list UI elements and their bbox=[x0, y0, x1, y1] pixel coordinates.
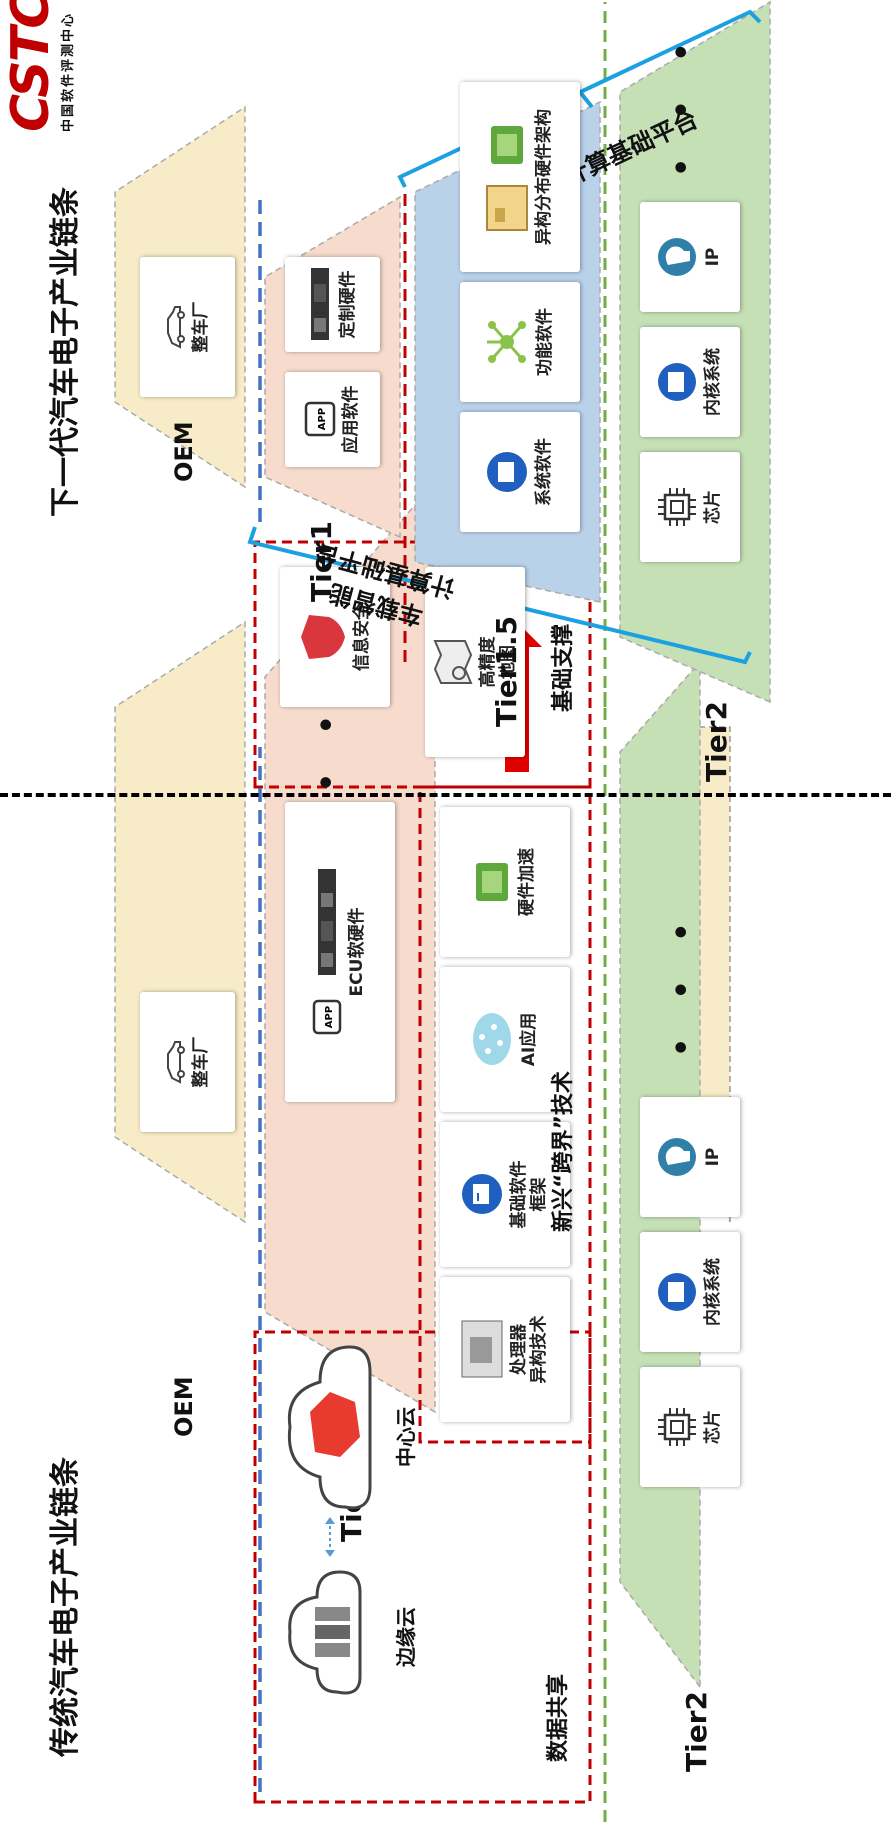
right-tier2-card-1: 芯片 bbox=[640, 452, 740, 562]
app-icon-right: APP bbox=[304, 402, 335, 437]
cstc-logo: CSTC 中国软件评测中心 bbox=[1, 0, 85, 132]
right-tier1-card-1-label: 应用软件 bbox=[340, 385, 361, 454]
emerging-caption-text: 新兴“跨界”技术 bbox=[551, 1071, 576, 1232]
processor-icon bbox=[461, 1321, 503, 1378]
chip-icon-right bbox=[658, 488, 697, 526]
cstc-logo-text: CSTC bbox=[1, 0, 61, 132]
left-oem-trapezoid bbox=[114, 620, 246, 1224]
car-icon-right bbox=[166, 306, 185, 349]
right-tier1-card-1: APP 应用软件 bbox=[285, 372, 380, 467]
center-cloud-label: 中心云 bbox=[394, 1407, 418, 1467]
left-tier2-dots: • • • bbox=[665, 908, 700, 1057]
left-tier2-card-3-label: IP bbox=[703, 1147, 724, 1167]
left-oem-card: 整车厂 bbox=[140, 992, 235, 1132]
right-chain-title: 下一代汽车电子产业链条 bbox=[48, 187, 83, 517]
system-window-icon bbox=[462, 1174, 503, 1215]
right-tier2-card-2: 内核系统 bbox=[640, 327, 740, 437]
left-tier2-card-1-label: 芯片 bbox=[703, 1410, 724, 1444]
cloud-sync-arrow bbox=[325, 1517, 335, 1557]
car-icon bbox=[166, 1041, 185, 1084]
right-tier15-card-2-label: 功能软件 bbox=[535, 308, 556, 376]
right-tier1-card-2-label: 定制硬件 bbox=[337, 270, 358, 339]
cstc-logo-tagline: 中国软件评测中心 bbox=[61, 11, 76, 132]
left-emerging-box bbox=[418, 785, 592, 1444]
left-tier2-card-1: 芯片 bbox=[640, 1367, 740, 1487]
kernel-system-icon bbox=[658, 1273, 697, 1311]
ip-head-icon-right bbox=[658, 238, 697, 276]
platform-bracket-tick bbox=[578, 90, 594, 109]
right-tier2-card-1-label: 芯片 bbox=[703, 490, 724, 524]
ai-brain-icon bbox=[473, 1013, 512, 1066]
foundation-card-1: 信息安全 bbox=[280, 567, 390, 707]
right-oem-card: 整车厂 bbox=[140, 257, 235, 397]
board-icon bbox=[486, 185, 529, 231]
right-oem-card-label: 整车厂 bbox=[190, 301, 211, 353]
right-tier15-card-3: 异构分布硬件架构 bbox=[460, 82, 580, 272]
chain-divider-line bbox=[0, 793, 891, 797]
left-tier2-card-2: 内核系统 bbox=[640, 1232, 740, 1352]
left-data-sharing-frame bbox=[253, 1330, 592, 1804]
center-cloud bbox=[275, 1342, 385, 1512]
emerging-card-3-label: AI应用 bbox=[519, 1012, 540, 1067]
heterogeneous-chip-icon bbox=[491, 126, 524, 164]
left-tier1-card-label: ECU软硬件 bbox=[347, 907, 368, 997]
security-shield-icon bbox=[301, 615, 346, 659]
function-software-icon bbox=[487, 321, 527, 363]
right-tier1-card-2: 定制硬件 bbox=[285, 257, 380, 352]
emerging-card-2: 基础软件 框架 bbox=[440, 1122, 570, 1267]
left-oem-card-label: 整车厂 bbox=[190, 1036, 211, 1088]
foundation-card-2: 高精度 地图 bbox=[425, 567, 525, 757]
kernel-system-icon-right bbox=[658, 363, 697, 401]
emerging-card-1-label: 处理器 异构技术 bbox=[509, 1315, 549, 1384]
right-tier1-trapezoid bbox=[264, 195, 401, 539]
right-oem-label: OEM bbox=[170, 421, 198, 482]
emerging-card-1: 处理器 异构技术 bbox=[440, 1277, 570, 1422]
svg-text:APP: APP bbox=[317, 408, 328, 430]
left-oem-label: OEM bbox=[170, 1376, 198, 1437]
emerging-card-4-label: 硬件加速 bbox=[517, 848, 538, 916]
emerging-card-3: AI应用 bbox=[440, 967, 570, 1112]
chip-icon bbox=[658, 1408, 697, 1446]
right-tier15-card-2: 功能软件 bbox=[460, 282, 580, 402]
custom-hardware-icon bbox=[310, 268, 329, 341]
right-tier15-card-1: 系统软件 bbox=[460, 412, 580, 532]
foundation-caption: 基础支撑 bbox=[551, 623, 576, 712]
system-software-icon bbox=[487, 452, 528, 492]
right-tier15-label: Tier1.5 bbox=[490, 615, 523, 727]
data-sharing-caption: 数据共享 bbox=[546, 1673, 571, 1762]
right-tier2-card-3-label: IP bbox=[703, 247, 724, 267]
hd-map-icon bbox=[433, 640, 473, 684]
hardware-chip-icon bbox=[476, 863, 509, 901]
edge-cloud bbox=[275, 1567, 370, 1697]
right-tier2-label: Tier2 bbox=[700, 701, 733, 782]
right-tier15-card-3-label: 异构分布硬件架构 bbox=[534, 109, 555, 245]
emerging-card-2-label: 基础软件 框架 bbox=[509, 1160, 549, 1229]
left-tier2-label: Tier2 bbox=[680, 1691, 713, 1772]
app-icon: APP bbox=[312, 999, 342, 1035]
left-chain-title: 传统汽车电子产业链条 bbox=[48, 1457, 83, 1757]
right-tier2-card-2-label: 内核系统 bbox=[703, 348, 724, 416]
ecu-board-icon bbox=[318, 869, 337, 975]
right-tier15-card-1-label: 系统软件 bbox=[534, 438, 555, 506]
left-tier2-card-3: IP bbox=[640, 1097, 740, 1217]
emerging-card-4: 硬件加速 bbox=[440, 807, 570, 957]
svg-text:APP: APP bbox=[324, 1006, 335, 1028]
left-tier2-card-2-label: 内核系统 bbox=[703, 1258, 724, 1326]
ip-head-icon bbox=[658, 1138, 697, 1176]
right-tier2-card-3: IP bbox=[640, 202, 740, 312]
edge-cloud-label: 边缘云 bbox=[394, 1607, 418, 1667]
right-tier2-dots: • • • bbox=[665, 28, 700, 177]
left-tier1-card: APP ECU软硬件 bbox=[285, 802, 395, 1102]
